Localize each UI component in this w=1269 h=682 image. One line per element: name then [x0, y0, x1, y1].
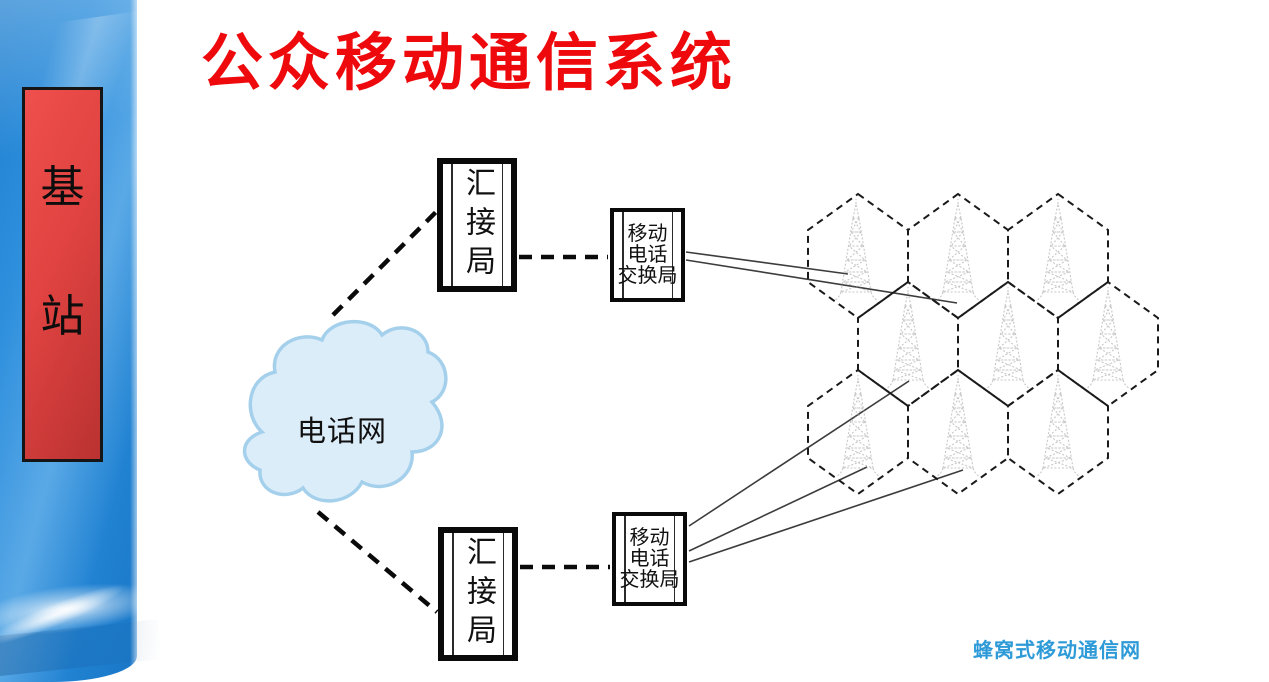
radio-tower-icon: [1036, 198, 1080, 301]
trunk-line-bottom-3: [688, 469, 964, 563]
mobile-exchange-label-line: 电话: [627, 243, 668, 266]
trunk-line-bottom-2: [688, 466, 868, 552]
mobile-exchange-label-line: 交换局: [617, 264, 678, 287]
mobile-exchange-box-top: 移动 电话 交换局: [610, 208, 685, 302]
dashed-connector-cloud-tandem-bottom: [316, 510, 439, 614]
page-title: 公众移动通信系统: [201, 30, 738, 98]
banner-char: 站: [40, 292, 85, 341]
radio-tower-icon: [836, 374, 880, 477]
radio-tower-icon: [936, 198, 980, 301]
radio-tower-icon: [936, 374, 980, 477]
hexagon-cell: [907, 192, 1009, 320]
hexagon-cell: [1007, 192, 1109, 320]
dashed-connector-cloud-tandem-top: [331, 210, 438, 317]
mobile-exchange-label-line: 交换局: [619, 568, 680, 591]
mobile-exchange-label-line: 移动: [629, 526, 670, 549]
trunk-line-bottom-1: [688, 380, 910, 527]
trunk-line-top-2: [685, 259, 958, 304]
cloud-label: 电话网: [296, 416, 387, 448]
cloud-shape: [242, 320, 448, 503]
base-station-banner: 基 站: [22, 87, 103, 462]
tandem-office-label: 汇接局: [461, 166, 494, 284]
tandem-office-box-bottom: 汇接局: [438, 527, 518, 661]
hexagon-cell: [807, 368, 909, 496]
cellular-network-caption: 蜂窝式移动通信网: [973, 640, 1141, 662]
tandem-office-label: 汇接局: [462, 535, 495, 653]
trunk-line-top-1: [685, 251, 849, 275]
mobile-exchange-box-bottom: 移动 电话 交换局: [612, 512, 687, 606]
radio-tower-icon: [1036, 374, 1080, 477]
hexagon-cell: [1057, 280, 1159, 408]
mobile-exchange-label-line: 移动: [627, 222, 668, 245]
radio-tower-icon: [886, 286, 930, 389]
radio-tower-icon: [986, 286, 1030, 389]
mobile-exchange-label-line: 电话: [629, 547, 670, 570]
tandem-office-box-top: 汇接局: [437, 158, 517, 292]
banner-char: 基: [40, 163, 85, 212]
hexagon-cell: [957, 280, 1059, 408]
radio-tower-icon: [1086, 286, 1130, 389]
hexagon-cell: [907, 368, 1009, 496]
hexagon-cell: [1007, 368, 1109, 496]
